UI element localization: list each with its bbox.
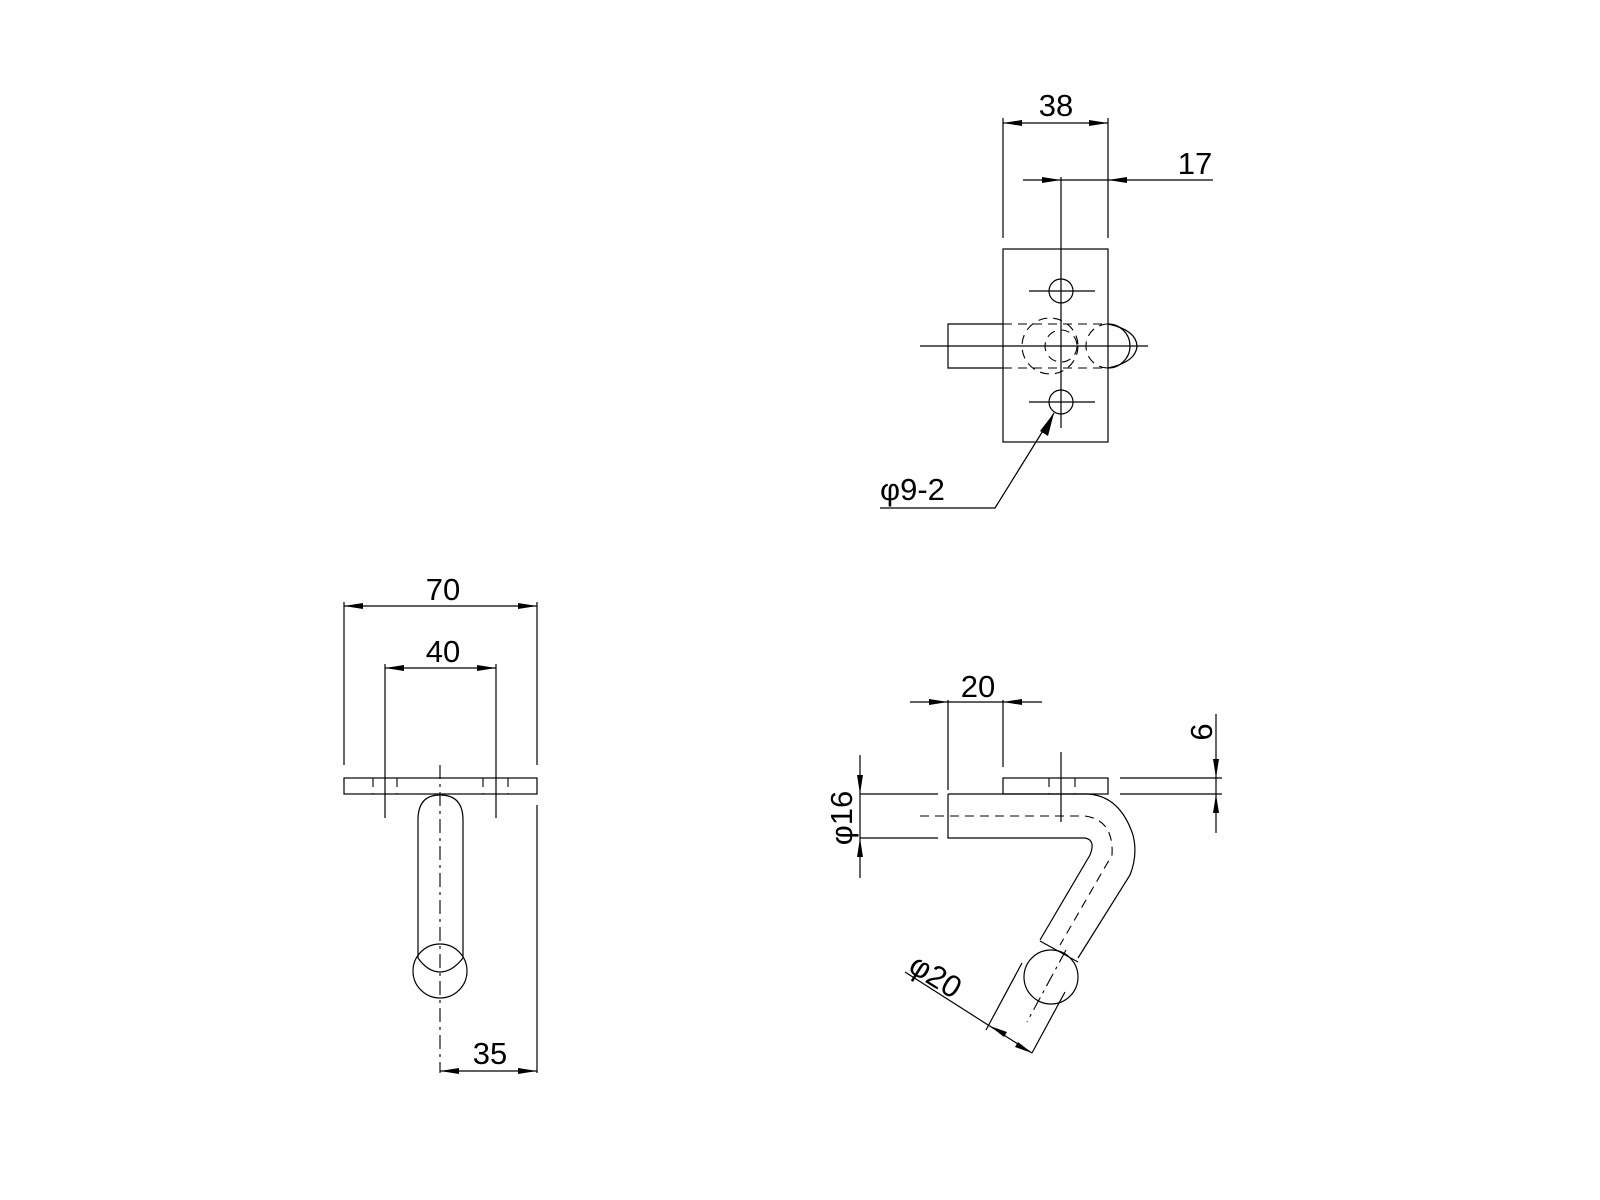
dimension-label: 40 (426, 634, 460, 669)
dimension-label: φ16 (824, 791, 859, 846)
hole-callout: φ9-2 (880, 412, 1055, 509)
dimension-label: 70 (426, 572, 460, 607)
dimension-70: 70 (343, 572, 538, 1073)
side-view: 20 6 φ16 φ20 (824, 669, 1222, 1054)
dimension-40: 40 (384, 634, 497, 818)
top-view: 38 17 φ9-2 (880, 88, 1213, 509)
base-plate-side (1002, 777, 1109, 795)
dimension-label: 6 (1184, 723, 1219, 740)
hole-note-label: φ9-2 (880, 472, 945, 507)
rod-inner-edge (947, 794, 1093, 941)
dimension-20: 20 (910, 669, 1042, 790)
dimension-38: 38 (1002, 88, 1109, 238)
dimension-label: φ20 (903, 947, 968, 1006)
dimension-label: 20 (961, 669, 995, 704)
dimension-label: 35 (473, 1036, 507, 1071)
dimension-phi16: φ16 (824, 755, 938, 878)
rod-outer-edge (948, 793, 1136, 959)
dimension-6: 6 (1120, 714, 1222, 833)
dimension-17: 17 (1023, 146, 1213, 183)
dimension-label: 38 (1039, 88, 1073, 123)
rod-top (920, 317, 1148, 375)
dimension-label: 17 (1178, 146, 1212, 181)
ball-end (1023, 949, 1079, 1005)
dimension-35: 35 (440, 1036, 537, 1074)
ball-end (412, 943, 468, 999)
mounting-hole-bottom (1029, 389, 1095, 415)
dimension-phi20: φ20 (903, 947, 1066, 1054)
front-view: 70 40 35 (343, 572, 538, 1074)
mounting-hole-top (1029, 278, 1095, 304)
